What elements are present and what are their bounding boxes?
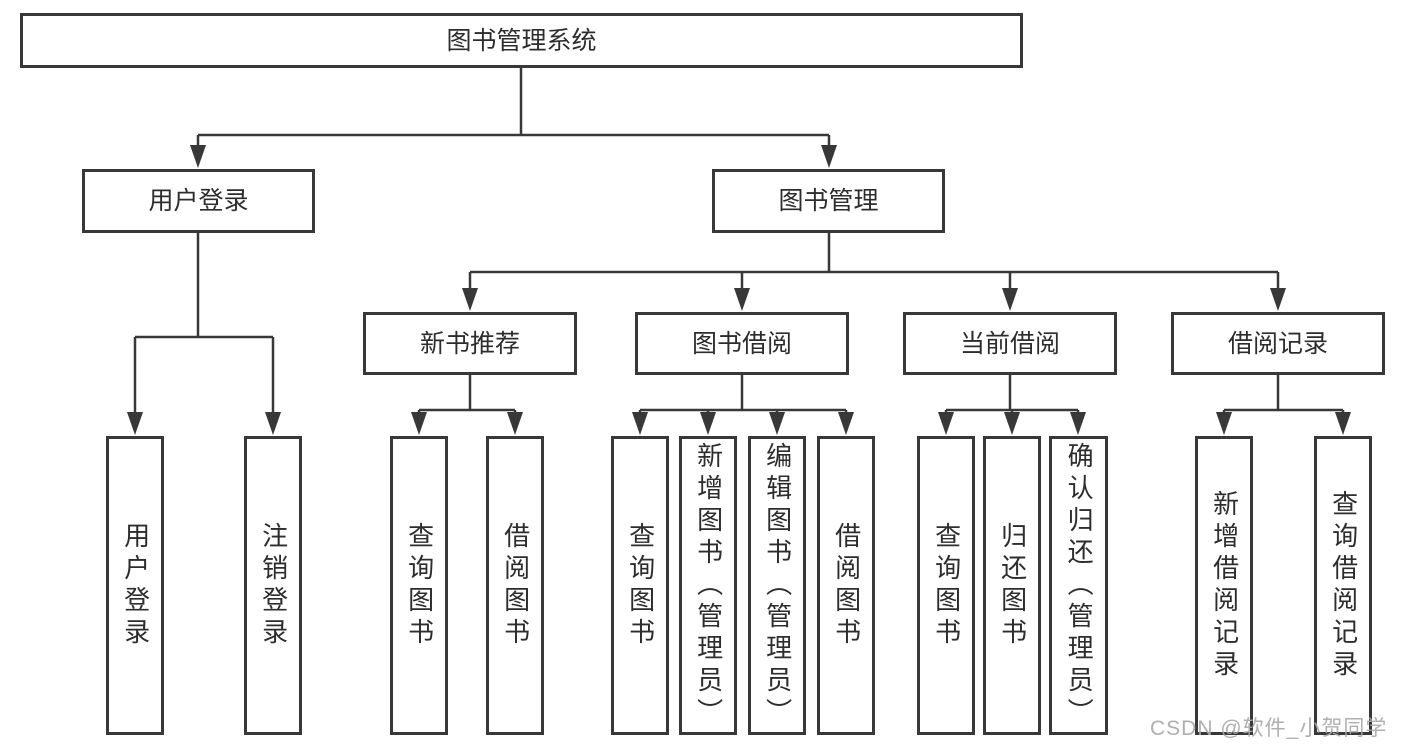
node-query-borrow-record: 查询借阅记录 (1314, 436, 1372, 735)
node-new-book-recommend: 新书推荐 (363, 312, 577, 375)
node-book-borrow: 图书借阅 (635, 312, 849, 375)
node-user-login: 用户登录 (82, 169, 315, 233)
csdn-watermark: CSDN @软件_小贺同学 (1150, 717, 1388, 740)
node-return-book: 归还图书 (983, 436, 1041, 735)
node-confirm-return-admin: 确认归还（管理员） (1049, 436, 1108, 735)
node-edit-book-admin: 编辑图书（管理员） (748, 436, 806, 735)
node-query-books-3: 查询图书 (917, 436, 975, 735)
node-query-books-2: 查询图书 (611, 436, 669, 735)
node-borrow-records: 借阅记录 (1171, 312, 1385, 375)
node-add-borrow-record: 新增借阅记录 (1195, 436, 1253, 735)
node-book-management: 图书管理 (712, 169, 945, 233)
node-borrow-books-1: 借阅图书 (486, 436, 544, 735)
node-logout: 注销登录 (244, 436, 302, 735)
node-query-books-1: 查询图书 (390, 436, 448, 735)
node-borrow-books-2: 借阅图书 (817, 436, 875, 735)
node-add-book-admin: 新增图书（管理员） (679, 436, 737, 735)
node-root: 图书管理系统 (20, 13, 1023, 68)
node-login: 用户登录 (106, 436, 164, 735)
node-current-borrow: 当前借阅 (903, 312, 1117, 375)
